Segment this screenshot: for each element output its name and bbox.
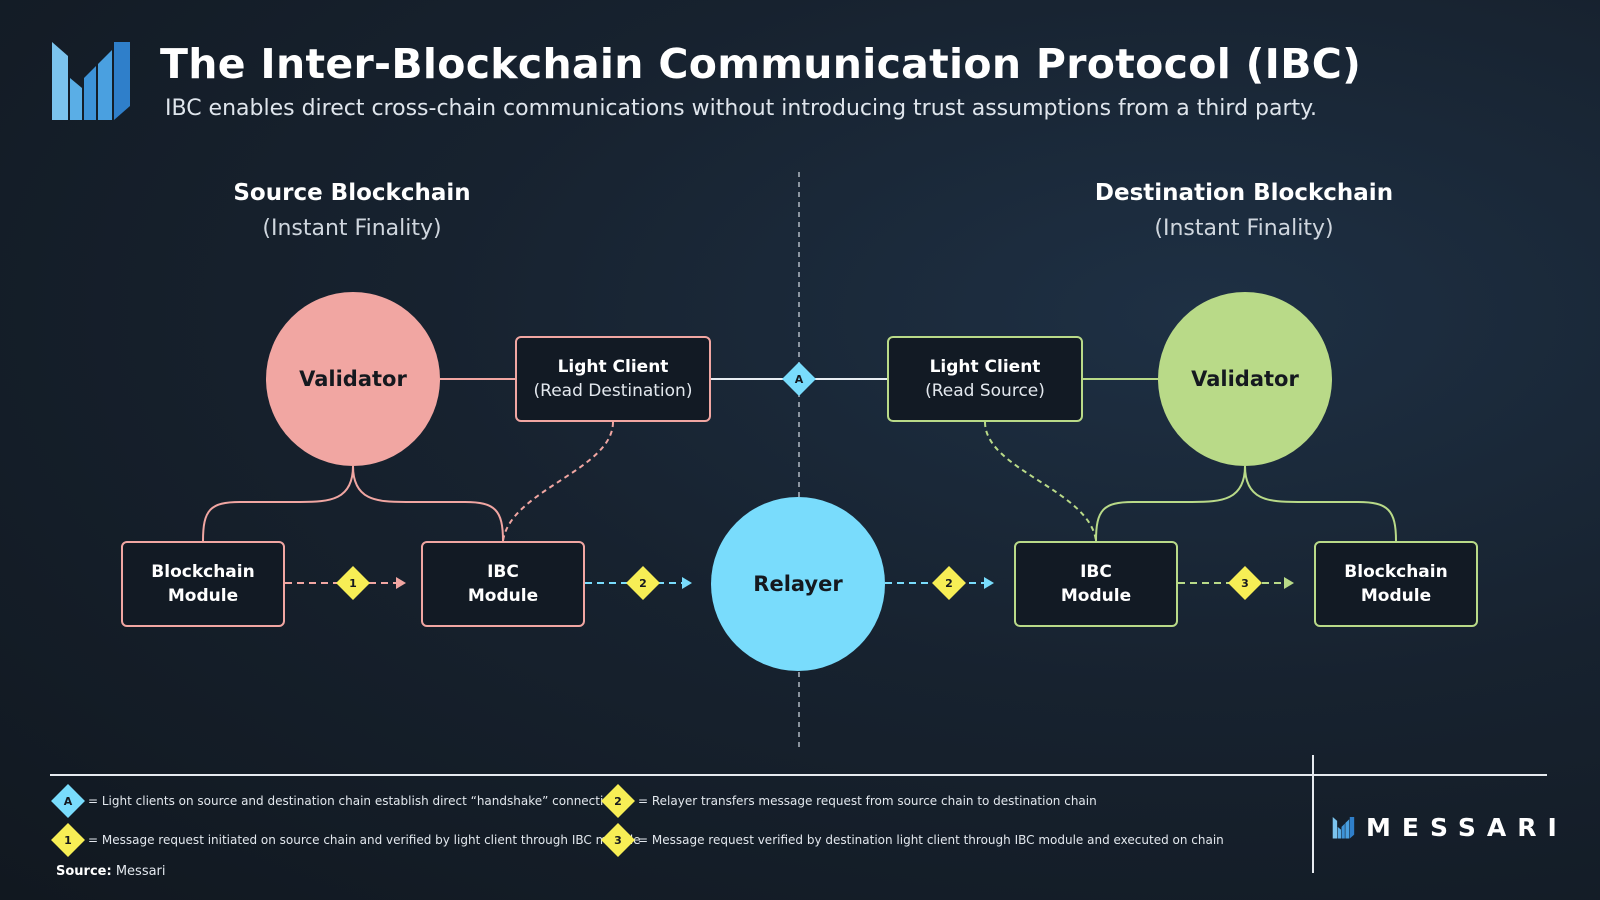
source-note-value: Messari [115,864,166,879]
destination-light-client-title: Light Client [929,357,1041,377]
legend-1-text: = Message request initiated on source ch… [88,833,641,847]
marker-a-diamond: A [781,361,817,397]
legend-item-1: 1 = Message request initiated on source … [50,822,641,858]
destination-validator-label: Validator [1191,367,1299,391]
arrow-head-2b [984,577,994,589]
destination-bm-line1: Blockchain [1344,562,1448,582]
source-note-label: Source: [56,864,112,879]
brand-mark: MESSARI [1332,813,1568,842]
validator-branch-src [202,465,354,542]
source-chain-finality: (Instant Finality) [262,216,442,241]
legend-3-key: 3 [614,833,622,847]
marker-2-destination-diamond: 2 [931,565,967,601]
source-light-client-sub: (Read Destination) [533,381,693,401]
legend-a-diamond: A [50,783,86,819]
legend-1-key: 1 [64,833,72,847]
source-validator-node: Validator [266,292,440,466]
arrow-head-1 [396,577,406,589]
legend-2-text: = Relayer transfers message request from… [638,794,1097,808]
legend-2-diamond: 2 [600,783,636,819]
legend-3-text: = Message request verified by destinatio… [638,833,1224,847]
source-validator-label: Validator [299,367,407,391]
source-ibc-module-node: IBC Module [421,541,585,627]
relayer-node: Relayer [711,497,885,671]
marker-3-diamond: 3 [1227,565,1263,601]
messari-logo-icon [52,42,130,120]
source-bm-line2: Module [167,586,239,606]
legend-3-diamond: 3 [600,822,636,858]
validator-branch-dst [1244,465,1397,542]
legend-2-key: 2 [614,794,622,808]
legend-a-text: = Light clients on source and destinatio… [88,794,619,808]
marker-2-source-label: 2 [639,576,647,590]
source-light-client-node: Light Client (Read Destination) [515,336,711,422]
marker-1-diamond: 1 [335,565,371,601]
destination-chain-name: Destination Blockchain [1094,180,1394,206]
destination-light-client-node: Light Client (Read Source) [887,336,1083,422]
destination-chain-finality: (Instant Finality) [1154,216,1334,241]
destination-ibc-line2: Module [1060,586,1132,606]
legend-item-2: 2 = Relayer transfers message request fr… [600,783,1097,819]
legend-item-a: A = Light clients on source and destinat… [50,783,619,819]
destination-bm-line2: Module [1360,586,1432,606]
marker-2-destination-label: 2 [945,576,953,590]
marker-1-label: 1 [349,576,357,590]
messari-small-logo-icon [1332,816,1355,838]
lightclient-to-ibc-dst [984,421,1097,542]
validator-branch-dst-ibc [1095,465,1246,542]
relayer-label: Relayer [753,572,843,596]
destination-ibc-line1: IBC [1080,562,1112,582]
legend-1-diamond: 1 [50,822,86,858]
page-subtitle: IBC enables direct cross-chain communica… [165,96,1318,121]
brand-wordmark: MESSARI [1366,813,1568,842]
source-ibc-line2: Module [467,586,539,606]
marker-3-label: 3 [1241,576,1249,590]
source-light-client-title: Light Client [557,357,669,377]
legend-a-key: A [63,794,73,808]
source-ibc-line1: IBC [487,562,519,582]
destination-chain-header: Destination Blockchain (Instant Finality… [1024,180,1464,241]
marker-a-label: A [794,372,804,386]
source-chain-header: Source Blockchain (Instant Finality) [132,180,572,241]
source-blockchain-module-node: Blockchain Module [121,541,285,627]
brand-divider [1312,755,1314,873]
legend-divider [50,774,1547,776]
destination-blockchain-module-node: Blockchain Module [1314,541,1478,627]
lightclient-to-ibc-src [502,421,614,542]
validator-branch-src-ibc [352,465,504,542]
page-title: The Inter-Blockchain Communication Proto… [160,40,1362,88]
arrow-head-3 [1284,577,1294,589]
destination-ibc-module-node: IBC Module [1014,541,1178,627]
arrow-head-2a [682,577,692,589]
source-chain-name: Source Blockchain [233,180,471,206]
destination-validator-node: Validator [1158,292,1332,466]
source-note: Source: Messari [56,864,166,879]
legend-item-3: 3 = Message request verified by destinat… [600,822,1224,858]
marker-2-source-diamond: 2 [625,565,661,601]
source-bm-line1: Blockchain [151,562,255,582]
destination-light-client-sub: (Read Source) [925,381,1045,401]
